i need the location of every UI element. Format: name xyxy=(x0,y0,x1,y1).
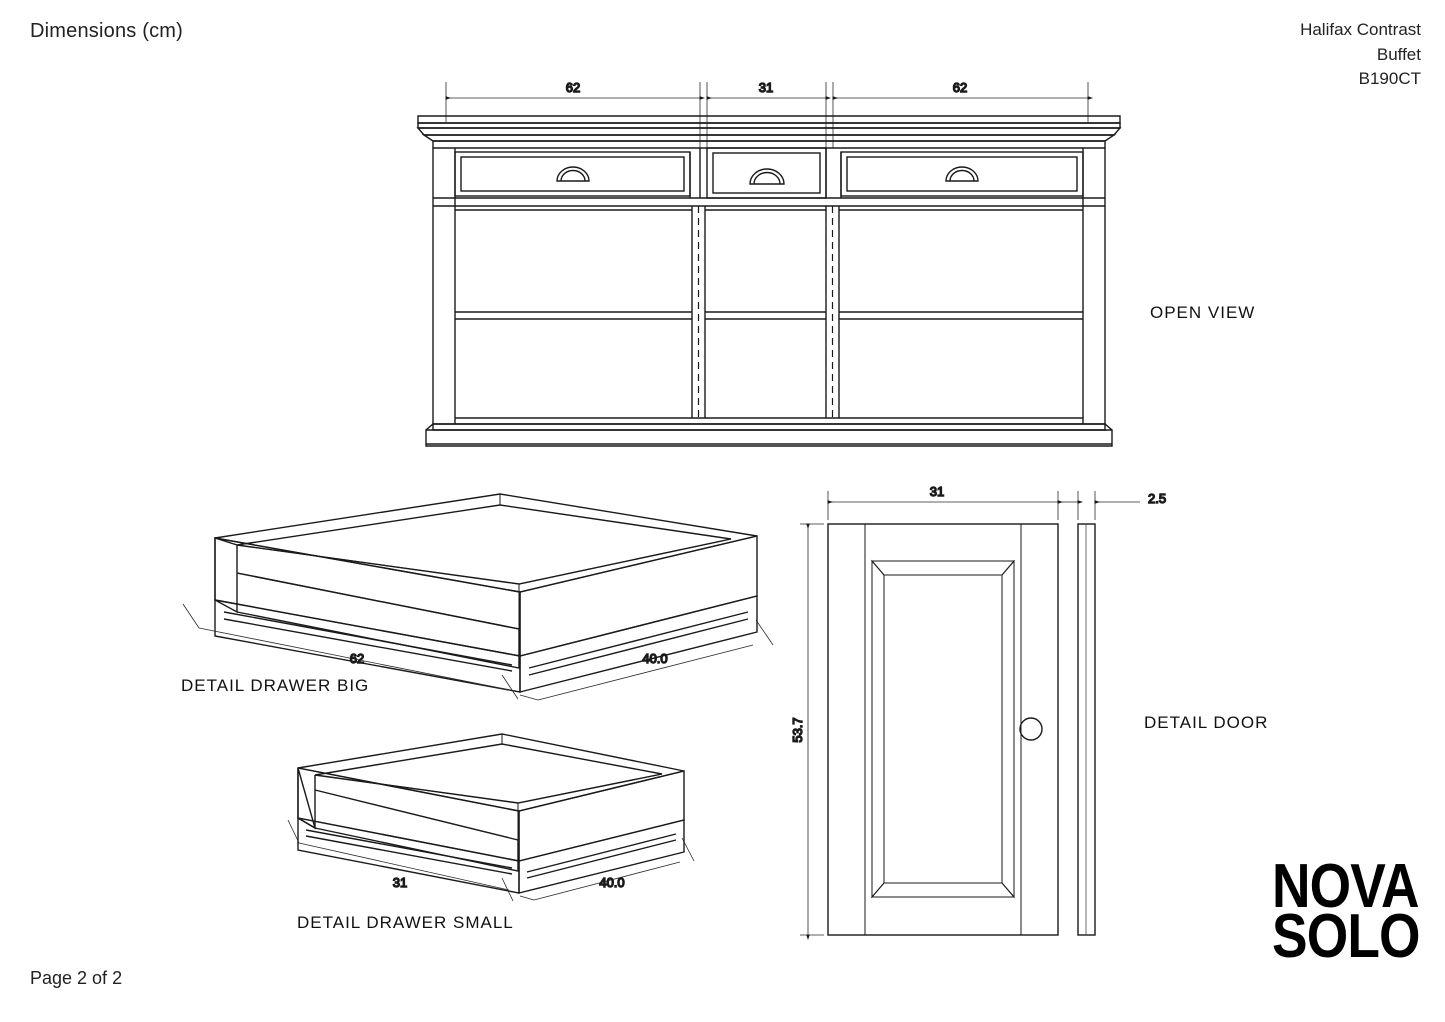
drawer-handle-right-inner xyxy=(949,169,975,182)
product-name: Halifax Contrast xyxy=(1300,20,1421,39)
dim-line-drawer-small-40 xyxy=(519,837,695,901)
open-shelf-area xyxy=(455,206,1083,419)
caption-detail-door: DETAIL DOOR xyxy=(1144,713,1269,732)
product-type: Buffet xyxy=(1376,44,1421,64)
drawer-handle-right-icon xyxy=(945,166,979,182)
dim-drawer-big-width: 62 xyxy=(350,651,364,666)
dim-line-door-thickness xyxy=(1062,491,1140,520)
product-code: B190CT xyxy=(1358,69,1421,89)
buffet-open-view xyxy=(416,115,1122,447)
drawer-handle-left-icon xyxy=(556,166,590,182)
door-side-profile xyxy=(1077,523,1096,936)
dim-open-left-62: 62 xyxy=(566,80,580,95)
dim-drawer-small-depth: 40.0 xyxy=(599,875,624,890)
drawer-front-center xyxy=(706,147,827,199)
dim-line-door-height xyxy=(800,523,824,941)
drawer-front-right xyxy=(840,151,1084,197)
detail-drawer-small xyxy=(287,733,695,902)
dim-open-center-31: 31 xyxy=(759,80,773,95)
dim-door-thickness: 2.5 xyxy=(1148,491,1166,506)
door-knob-icon xyxy=(1019,717,1043,741)
caption-detail-drawer-big: DETAIL DRAWER BIG xyxy=(181,676,370,695)
caption-detail-drawer-small: DETAIL DRAWER SMALL xyxy=(297,913,514,932)
base-plinth xyxy=(425,423,1113,447)
dim-drawer-big-depth: 40.0 xyxy=(642,651,667,666)
product-header: Halifax Contrast Buffet B190CT xyxy=(1300,18,1421,92)
brand-logo-line-2: SOLO xyxy=(1272,901,1421,971)
dim-open-right-62: 62 xyxy=(953,80,967,95)
dim-line-drawer-small-31 xyxy=(287,819,514,902)
door-outer-frame xyxy=(827,523,1059,936)
crown-molding xyxy=(416,115,1122,149)
page-number: Page 2 of 2 xyxy=(30,968,123,988)
detail-drawer-big xyxy=(182,493,774,701)
brand-logo: NOVA SOLO xyxy=(1272,852,1444,971)
drawer-handle-left-inner xyxy=(560,169,586,182)
dim-line-drawer-big-40 xyxy=(519,619,774,701)
dim-door-height: 53.7 xyxy=(790,717,805,742)
carcass-outer xyxy=(432,148,1106,424)
page-title: Dimensions (cm) xyxy=(30,20,184,42)
dim-drawer-small-width: 31 xyxy=(393,875,407,890)
dim-line-door-width xyxy=(827,491,1064,520)
drawer-handle-center-icon xyxy=(749,168,785,185)
drawer-front-left xyxy=(454,151,691,197)
dim-line-drawer-big-62 xyxy=(182,603,519,700)
dim-door-width: 31 xyxy=(930,484,944,499)
drawer-handle-center-inner xyxy=(753,171,781,185)
detail-door xyxy=(800,491,1140,941)
door-inner-stile-lines xyxy=(864,523,1022,936)
caption-open-view: OPEN VIEW xyxy=(1150,303,1256,322)
brand-logo-line-1: NOVA xyxy=(1272,852,1420,921)
